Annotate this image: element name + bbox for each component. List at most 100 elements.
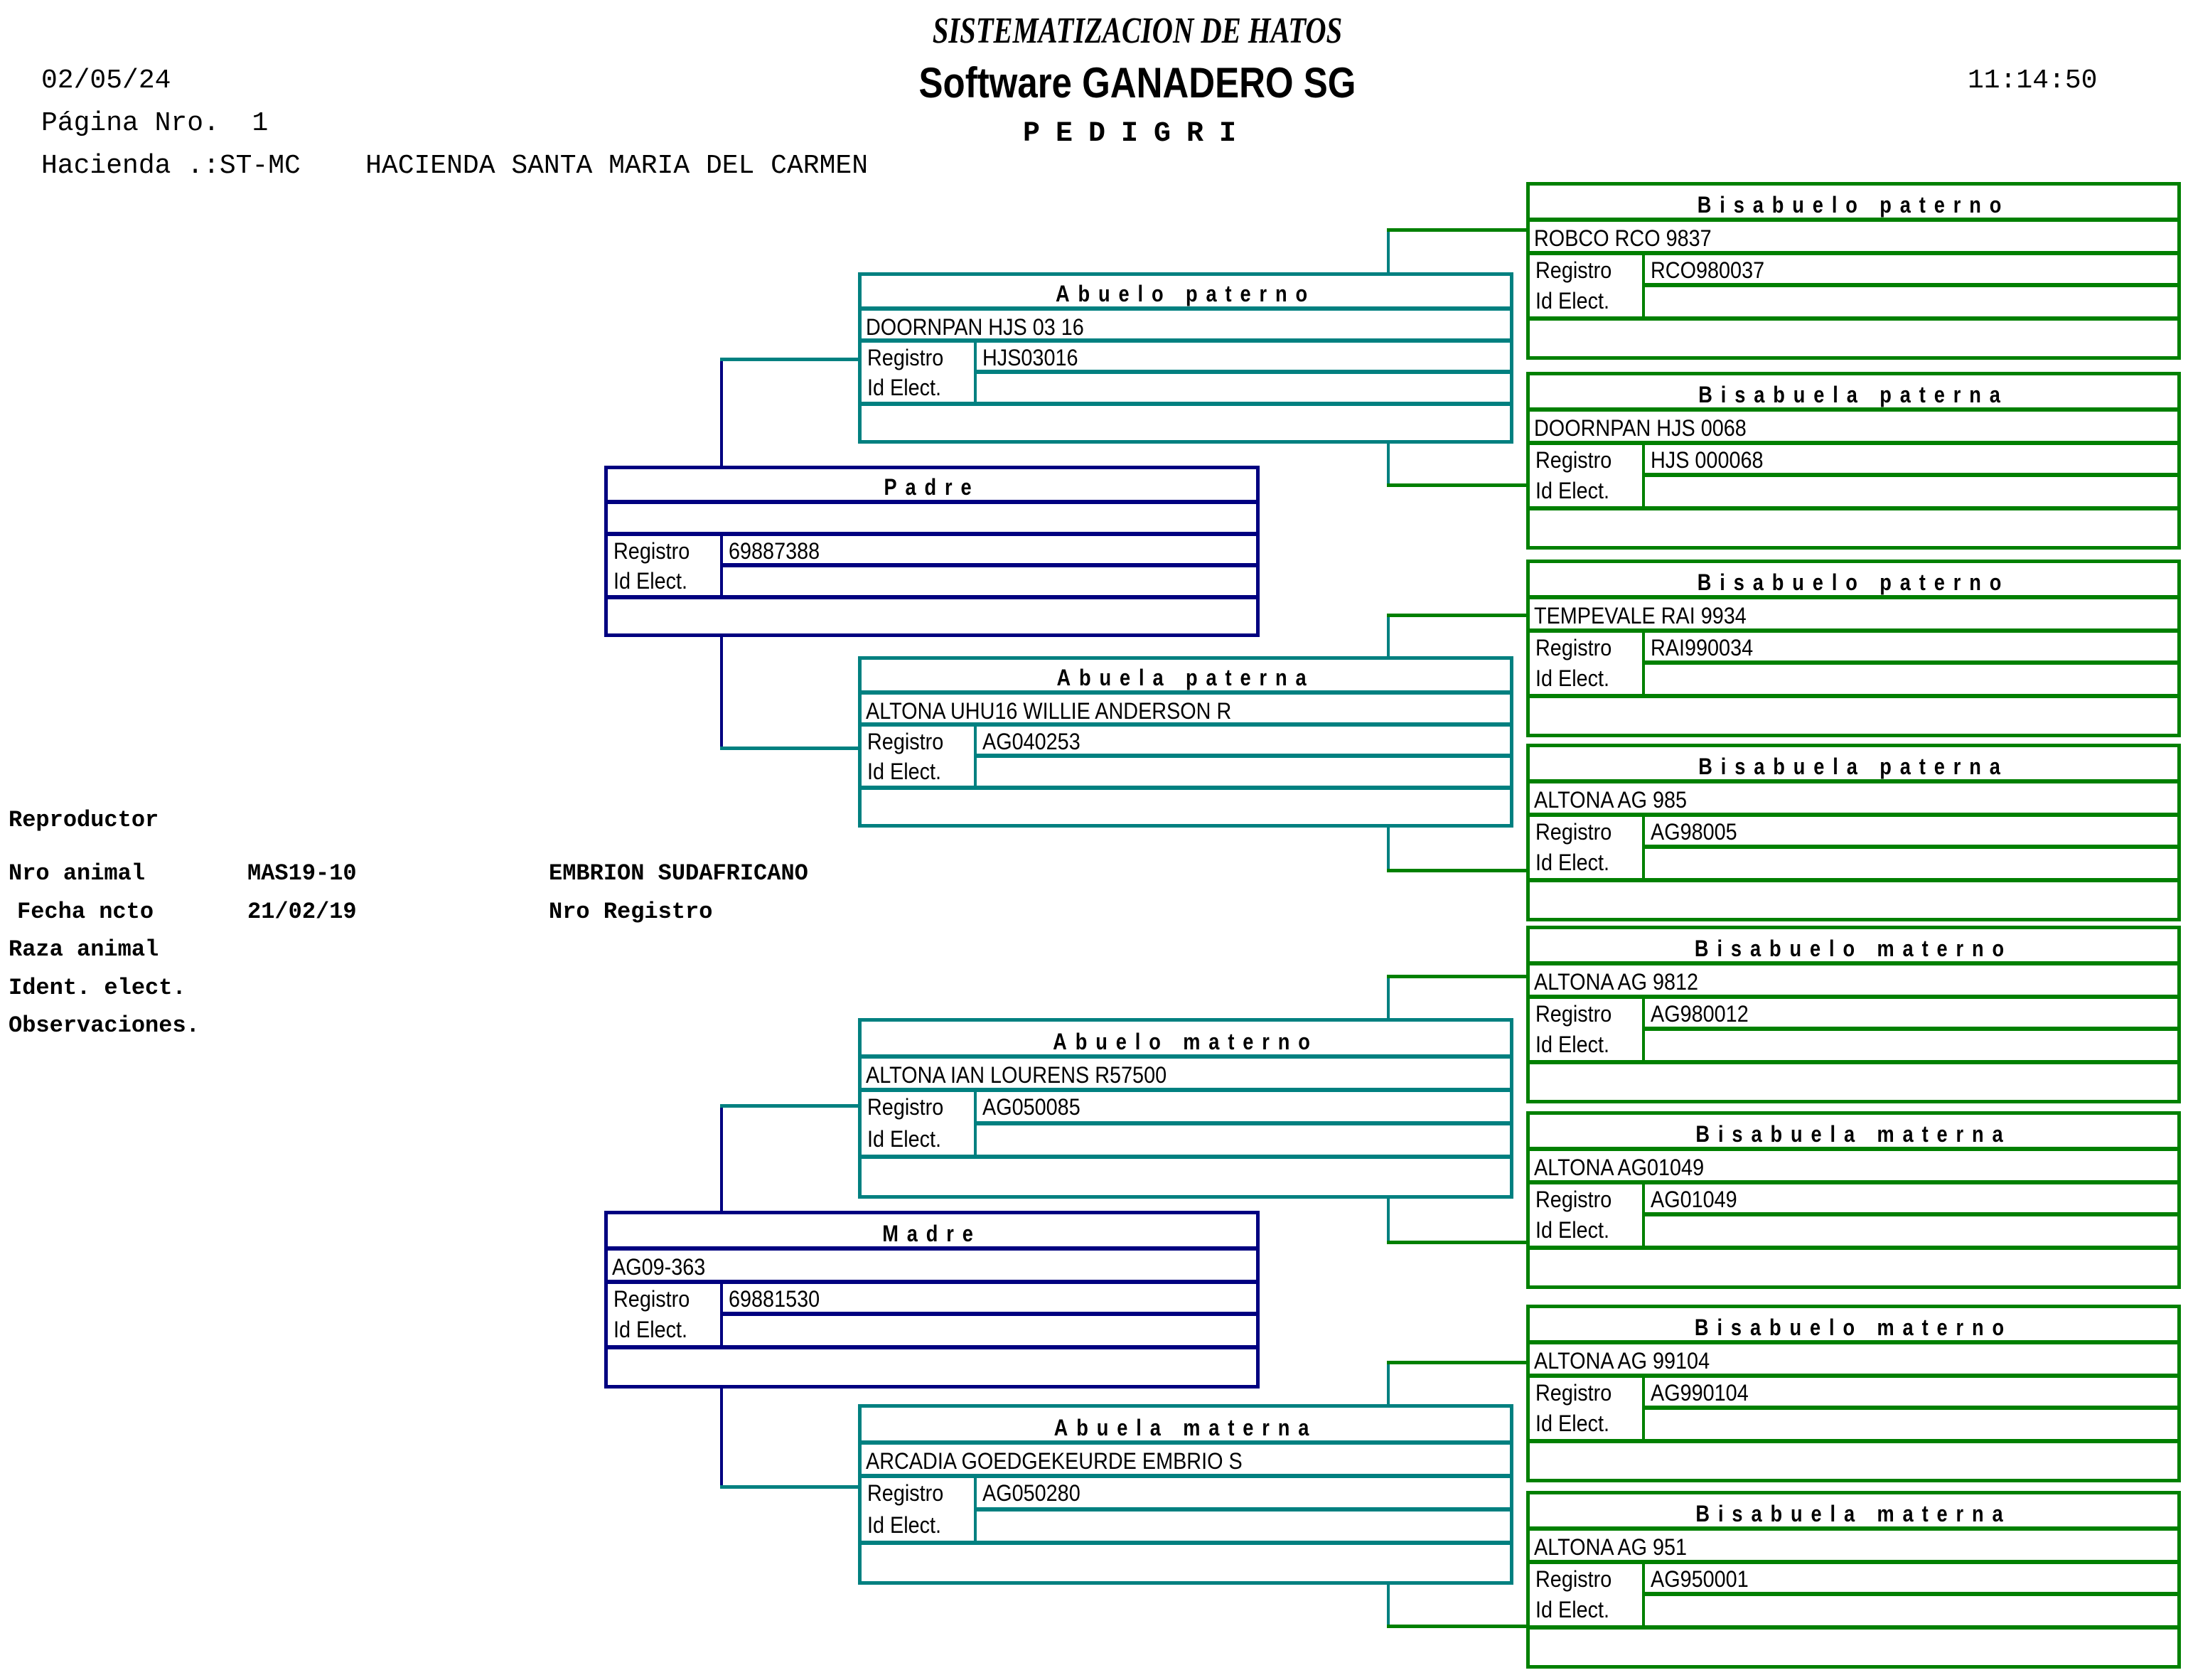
box-title: Bisabuela materna xyxy=(1695,1121,2012,1147)
registro-value: AG990104 xyxy=(1651,1380,1749,1406)
registro-label: Registro xyxy=(1535,447,1612,473)
animal-name-value: DOORNPAN HJS 03 16 xyxy=(866,314,1084,340)
box-title: Padre xyxy=(884,474,980,500)
connector-line xyxy=(1387,826,1390,870)
pedigree-box-abuelo-materno: Abuelo materno ALTONA IAN LOURENS R57500… xyxy=(858,1018,1513,1199)
registro-value: AG980012 xyxy=(1651,1001,1749,1027)
pedigree-box-bisabuelo-7: Bisabuelo materno ALTONA AG 99104 Regist… xyxy=(1526,1305,2181,1482)
connector-line xyxy=(1387,1583,1390,1626)
id-elect-label: Id Elect. xyxy=(1535,1411,1610,1436)
column-divider xyxy=(974,1090,977,1158)
registro-value: RAI990034 xyxy=(1651,635,1754,660)
connector-line xyxy=(1387,615,1390,658)
hacienda-line: Hacienda .:ST-MC HACIENDA SANTA MARIA DE… xyxy=(41,151,868,181)
animal-name-value: TEMPEVALE RAI 9934 xyxy=(1534,603,1747,628)
registro-label: Registro xyxy=(1535,1001,1612,1027)
connector-line xyxy=(1387,228,1528,232)
software-title: Software GANADERO SG xyxy=(918,59,1356,107)
registro-label: Registro xyxy=(1535,819,1612,845)
column-divider xyxy=(1642,1376,1645,1443)
registro-value: AG040253 xyxy=(982,729,1080,754)
animal-name-value: ALTONA UHU16 WILLIE ANDERSON R xyxy=(866,698,1232,724)
box-title: Bisabuela paterna xyxy=(1698,382,2009,407)
connector-line xyxy=(720,1485,859,1489)
id-elect-label: Id Elect. xyxy=(1535,1597,1610,1622)
registro-label: Registro xyxy=(613,538,690,564)
pedigree-box-madre: Madre AG09-363 Registro 69881530 Id Elec… xyxy=(604,1211,1260,1389)
pedigree-box-bisabuelo-4: Bisabuela paterna ALTONA AG 985 Registro… xyxy=(1526,744,2181,921)
report-title: PEDIGRI xyxy=(1022,118,1253,150)
animal-name-value: ARCADIA GOEDGEKEURDE EMBRIO S xyxy=(866,1448,1243,1474)
box-title: Bisabuelo paterno xyxy=(1697,569,2010,595)
pedigree-box-padre: Padre Registro 69887388 Id Elect. xyxy=(604,466,1260,637)
box-title: Bisabuelo materno xyxy=(1694,1315,2013,1340)
animal-name: EMBRION SUDAFRICANO xyxy=(549,860,808,887)
animal-name-value: ALTONA AG 985 xyxy=(1534,787,1688,813)
registro-value: HJS03016 xyxy=(982,345,1078,370)
page-label: Página Nro. xyxy=(41,108,220,139)
registro-label: Registro xyxy=(867,729,944,754)
registro-value: 69881530 xyxy=(729,1286,820,1312)
registro-label: Registro xyxy=(867,345,944,370)
registro-label: Registro xyxy=(1535,1380,1612,1406)
connector-line xyxy=(720,1106,723,1212)
pedigree-box-abuelo-paterno: Abuelo paterno DOORNPAN HJS 03 16 Regist… xyxy=(858,272,1513,444)
hacienda-name: HACIENDA SANTA MARIA DEL CARMEN xyxy=(365,151,869,181)
id-elect-label: Id Elect. xyxy=(1535,478,1610,503)
registro-value: AG950001 xyxy=(1651,1566,1749,1592)
box-title: Bisabuelo paterno xyxy=(1697,192,2010,218)
registro-label: Registro xyxy=(867,1094,944,1120)
registro-label: Registro xyxy=(1535,257,1612,283)
hacienda-code: ST-MC xyxy=(219,151,301,181)
column-divider xyxy=(1642,1182,1645,1249)
box-title: Abuela materna xyxy=(1053,1415,1318,1440)
nro-animal-label: Nro animal xyxy=(9,860,146,887)
column-divider xyxy=(974,724,977,789)
column-divider xyxy=(1642,815,1645,882)
id-elect-label: Id Elect. xyxy=(1535,288,1610,314)
animal-name-value: ALTONA AG 99104 xyxy=(1534,1348,1710,1374)
box-title: Abuelo materno xyxy=(1053,1029,1319,1054)
id-elect-label: Id Elect. xyxy=(1535,1032,1610,1057)
column-divider xyxy=(974,1476,977,1544)
connector-line xyxy=(720,1104,859,1108)
column-divider xyxy=(1642,997,1645,1064)
ident-elect-label: Ident. elect. xyxy=(9,975,186,1001)
registro-label: Registro xyxy=(1535,1187,1612,1212)
page-number: 1 xyxy=(252,108,269,139)
nro-registro-label: Nro Registro xyxy=(549,899,713,925)
column-divider xyxy=(974,341,977,405)
connector-line xyxy=(1387,230,1390,274)
connector-line xyxy=(1387,1361,1528,1364)
box-title: Bisabuela materna xyxy=(1695,1501,2012,1526)
report-time: 11:14:50 xyxy=(1968,65,2098,96)
connector-line xyxy=(1387,442,1390,485)
column-divider xyxy=(1642,1562,1645,1629)
box-title: Bisabuelo materno xyxy=(1694,936,2013,961)
registro-label: Registro xyxy=(867,1480,944,1506)
id-elect-label: Id Elect. xyxy=(1535,1217,1610,1243)
column-divider xyxy=(1642,631,1645,697)
id-elect-label: Id Elect. xyxy=(1535,665,1610,691)
pedigree-box-abuela-materna: Abuela materna ARCADIA GOEDGEKEURDE EMBR… xyxy=(858,1404,1513,1585)
animal-name-value: DOORNPAN HJS 0068 xyxy=(1534,415,1747,441)
reproductor-label: Reproductor xyxy=(9,807,159,833)
report-date: 02/05/24 xyxy=(41,65,171,96)
connector-line xyxy=(1387,1362,1390,1406)
connector-line xyxy=(1387,1241,1528,1244)
registro-value: AG01049 xyxy=(1651,1187,1737,1212)
column-divider xyxy=(720,534,723,599)
registro-value: 69887388 xyxy=(729,538,820,564)
connector-line xyxy=(720,747,859,750)
id-elect-label: Id Elect. xyxy=(613,1317,688,1342)
box-title: Abuela paterna xyxy=(1056,665,1315,690)
pedigree-box-bisabuelo-1: Bisabuelo paterno ROBCO RCO 9837 Registr… xyxy=(1526,182,2181,360)
page-number-line: Página Nro. 1 xyxy=(41,108,268,139)
connector-line xyxy=(720,636,723,748)
connector-line xyxy=(1387,483,1528,487)
id-elect-label: Id Elect. xyxy=(1535,850,1610,875)
pedigree-box-bisabuelo-5: Bisabuelo materno ALTONA AG 9812 Registr… xyxy=(1526,926,2181,1103)
pedigree-box-bisabuelo-3: Bisabuelo paterno TEMPEVALE RAI 9934 Reg… xyxy=(1526,560,2181,737)
registro-label: Registro xyxy=(613,1286,690,1312)
animal-name-value: ROBCO RCO 9837 xyxy=(1534,225,1712,251)
